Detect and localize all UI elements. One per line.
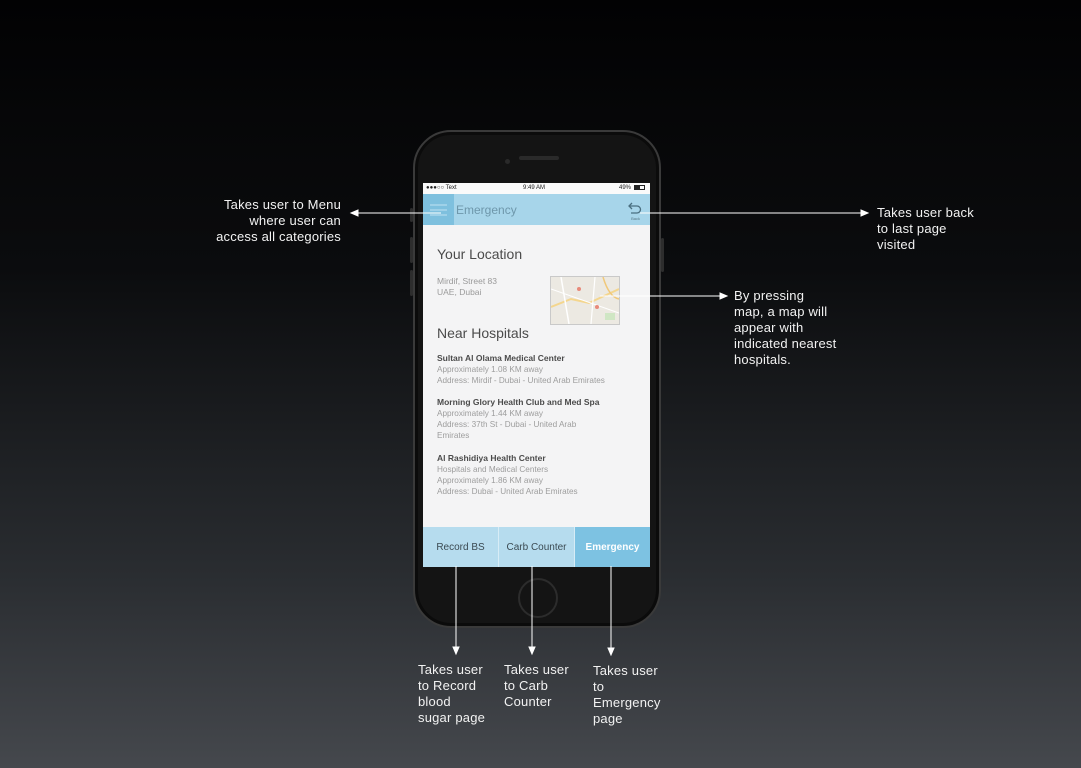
menu-button[interactable]	[423, 194, 454, 225]
battery-icon	[634, 185, 645, 190]
back-button-label: Back	[631, 216, 640, 221]
annotation-map: By pressing map, a map will appear with …	[734, 288, 837, 367]
battery-level: 49%	[619, 185, 632, 191]
location-heading: Your Location	[437, 246, 523, 262]
hospital-name: Morning Glory Health Club and Med Spa	[437, 397, 600, 407]
hospital-item[interactable]: Sultan Al Olama Medical Center Approxima…	[437, 353, 642, 386]
annotation-back: Takes user back to last page visited	[877, 205, 974, 252]
hospital-address: Address: Mirdif - Dubai - United Arab Em…	[437, 376, 605, 385]
hospital-distance: Approximately 1.08 KM away	[437, 365, 544, 374]
arrow-carb-counter-head	[528, 646, 536, 656]
hospitals-heading: Near Hospitals	[437, 325, 529, 341]
hamburger-icon	[430, 204, 447, 206]
hospital-name: Sultan Al Olama Medical Center	[437, 353, 565, 363]
hospital-address: Address: 37th St - Dubai - United Arab	[437, 420, 577, 429]
page-title: Emergency	[456, 203, 517, 217]
hospital-address-cont: Emirates	[437, 431, 470, 440]
status-time: 9:49 AM	[523, 185, 546, 191]
front-camera	[505, 159, 510, 164]
map-thumbnail[interactable]	[550, 276, 620, 325]
annotation-record-bs: Takes user to Record blood sugar page	[418, 662, 486, 725]
hospital-distance: Approximately 1.86 KM away	[437, 476, 544, 485]
volume-up-button	[410, 237, 413, 263]
volume-down-button	[410, 270, 413, 296]
carrier-signal: ●●●○○ Text	[426, 185, 457, 191]
status-bar: ●●●○○ Text 9:49 AM 49%	[423, 183, 650, 194]
hospital-name: Al Rashidiya Health Center	[437, 453, 546, 463]
hospital-category: Hospitals and Medical Centers	[437, 465, 549, 474]
arrow-map-head	[719, 292, 729, 300]
address-line-2: UAE, Dubai	[437, 287, 482, 297]
arrow-back-head	[860, 209, 870, 217]
hamburger-icon-line	[430, 209, 447, 211]
hospital-address: Address: Dubai - United Arab Emirates	[437, 487, 578, 496]
annotation-carb-counter: Takes user to Carb Counter	[504, 662, 569, 709]
back-icon[interactable]	[628, 200, 642, 220]
header-bar: Emergency Back	[423, 194, 650, 225]
arrow-emergency-head	[607, 647, 615, 657]
tab-record-bs[interactable]: Record BS	[423, 527, 499, 567]
tab-carb-counter[interactable]: Carb Counter	[499, 527, 575, 567]
address-line-1: Mirdif, Street 83	[437, 276, 497, 286]
annotation-menu: Takes user to Menu where user can access…	[216, 197, 341, 244]
power-button	[661, 238, 664, 272]
hospital-distance: Approximately 1.44 KM away	[437, 409, 544, 418]
app-screen: ●●●○○ Text 9:49 AM 49% Emergency Back Yo…	[423, 183, 650, 567]
hospital-item[interactable]: Morning Glory Health Club and Med Spa Ap…	[437, 397, 642, 441]
bottom-tab-bar: Record BS Carb Counter Emergency	[423, 527, 650, 567]
map-icon	[551, 277, 619, 324]
arrow-menu-head	[349, 209, 359, 217]
tab-emergency[interactable]: Emergency	[575, 527, 650, 567]
annotation-emergency: Takes user to Emergency page	[593, 663, 661, 726]
mute-switch	[410, 208, 413, 222]
speaker-grille	[519, 156, 559, 160]
hamburger-icon-line	[430, 214, 447, 216]
arrow-record-bs-head	[452, 646, 460, 656]
hospital-item[interactable]: Al Rashidiya Health Center Hospitals and…	[437, 453, 642, 497]
home-button[interactable]	[518, 578, 558, 618]
